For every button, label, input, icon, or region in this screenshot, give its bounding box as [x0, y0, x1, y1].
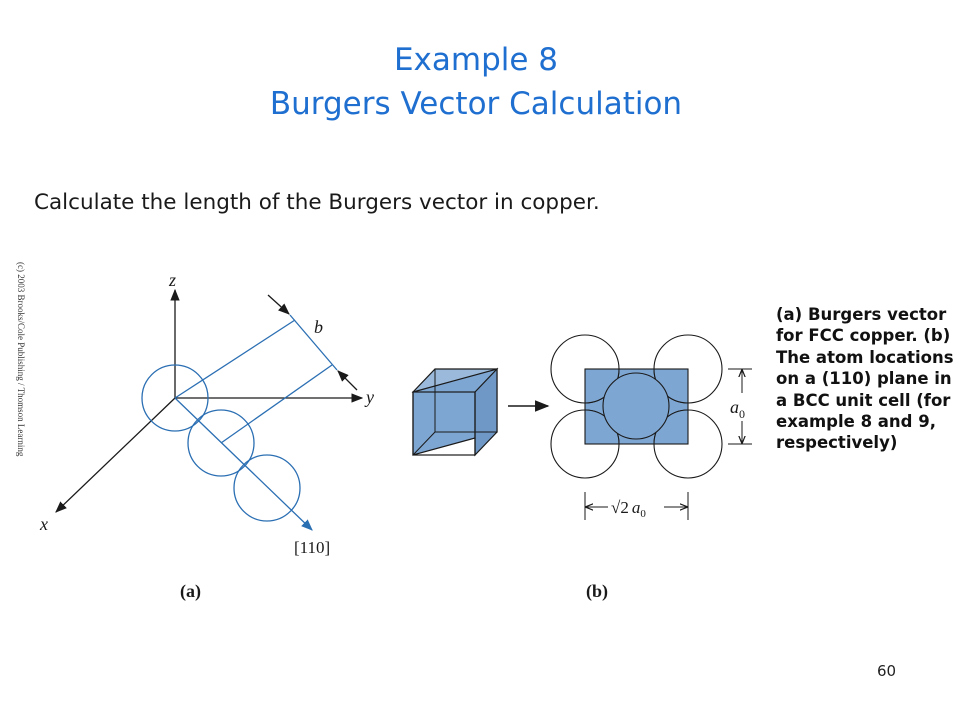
copyright-notice: (c) 2003 Brooks/Cole Publishing / Thomso… [16, 262, 26, 457]
x-axis [55, 397, 176, 513]
axis-label-y: y [364, 387, 374, 407]
panel-label-b: (b) [586, 581, 608, 602]
unit-cell-cube [411, 367, 499, 457]
direction-label: [110] [294, 538, 330, 557]
projection-line [220, 364, 333, 444]
title-line-2: Burgers Vector Calculation [269, 86, 683, 122]
figure-caption: (a) Burgers vector for FCC copper. (b) T… [776, 305, 954, 453]
burgers-vector-line [289, 314, 338, 371]
title-line-1: Example 8 [393, 42, 559, 78]
plane-110 [550, 334, 723, 479]
b-arrow-top [267, 294, 290, 315]
center-atom [602, 372, 670, 440]
axis-label-z: z [168, 270, 176, 290]
panel-label-a: (a) [180, 581, 201, 602]
projection-line [174, 319, 296, 399]
height-label: a0 [730, 397, 745, 421]
b-arrow-bottom [337, 370, 358, 391]
width-dimension [584, 492, 689, 520]
height-dimension [728, 368, 752, 445]
slide-title: Example 8 Burgers Vector Calculation [0, 38, 952, 126]
atom-circle [233, 454, 301, 522]
direction-110-arrow [174, 397, 313, 531]
atom-circle [187, 409, 255, 477]
page-number: 60 [877, 662, 897, 680]
burgers-vector-label: b [314, 317, 323, 337]
axis-label-x: x [39, 514, 48, 534]
question-text: Calculate the length of the Burgers vect… [34, 190, 600, 215]
atom-circle [141, 364, 209, 432]
